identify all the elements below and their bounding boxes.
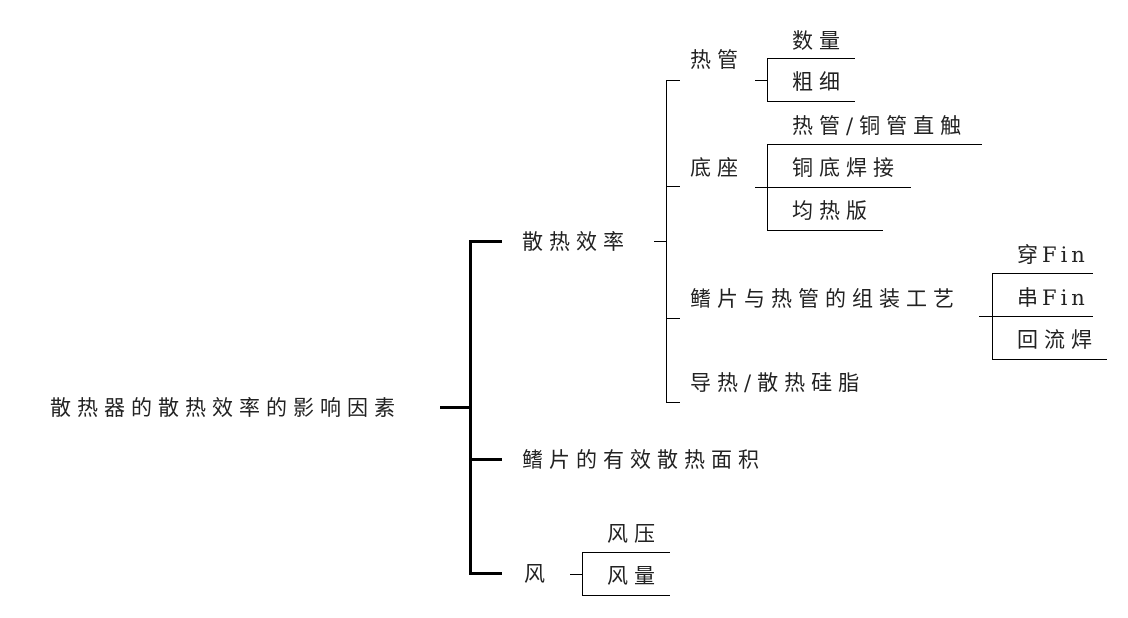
- level2-branch-line: [666, 318, 680, 319]
- wind-stem-line: [570, 574, 582, 575]
- node-quantity: 数量: [792, 29, 846, 53]
- node-wind-pressure: 风压: [607, 522, 661, 546]
- level2-branch-line: [666, 186, 680, 187]
- node-vapor-chamber: 均热版: [792, 199, 873, 223]
- assembly-branch-line: [992, 316, 1093, 317]
- heat-pipe-branch-line: [767, 101, 855, 102]
- node-fin-area: 鳍片的有效散热面积: [522, 448, 765, 472]
- node-thickness: 粗细: [792, 70, 846, 94]
- efficiency-stem-line: [654, 241, 666, 242]
- wind-bracket-vertical: [582, 552, 583, 596]
- node-assembly-process: 鳍片与热管的组装工艺: [690, 287, 960, 311]
- node-stack-fin: 串Fin: [1017, 286, 1089, 310]
- level2-branch-line: [666, 80, 680, 81]
- level2-branch-line: [666, 402, 680, 403]
- root-node-label: 散热器的散热效率的影响因素: [50, 396, 401, 420]
- assembly-stem-line: [979, 316, 992, 317]
- node-heat-pipe: 热管: [690, 48, 744, 72]
- level1-branch-line: [469, 240, 502, 243]
- assembly-branch-line: [992, 273, 1093, 274]
- level1-branch-line: [469, 572, 502, 575]
- root-stem-line: [440, 406, 471, 409]
- node-heat-efficiency: 散热效率: [522, 230, 630, 254]
- base-branch-line: [767, 230, 883, 231]
- base-branch-line: [767, 187, 911, 188]
- node-wind: 风: [524, 562, 551, 586]
- node-reflow-solder: 回流焊: [1017, 328, 1098, 352]
- heat-pipe-bracket-vertical: [767, 58, 768, 102]
- node-wind-volume: 风量: [607, 564, 661, 588]
- base-branch-line: [767, 144, 982, 145]
- heat-pipe-stem-line: [755, 80, 767, 81]
- heat-pipe-branch-line: [767, 58, 855, 59]
- node-copper-base-weld: 铜底焊接: [792, 156, 900, 180]
- node-base: 底座: [690, 156, 744, 180]
- level1-bracket-vertical: [469, 240, 472, 575]
- assembly-branch-line: [992, 359, 1107, 360]
- wind-branch-line: [582, 595, 670, 596]
- level1-branch-line: [469, 458, 502, 461]
- node-thread-fin: 穿Fin: [1017, 243, 1089, 267]
- base-stem-line: [755, 187, 767, 188]
- wind-branch-line: [582, 552, 670, 553]
- level2-bracket-vertical: [666, 80, 667, 403]
- node-direct-touch: 热管/铜管直触: [792, 114, 968, 138]
- node-thermal-grease: 导热/散热硅脂: [690, 371, 866, 395]
